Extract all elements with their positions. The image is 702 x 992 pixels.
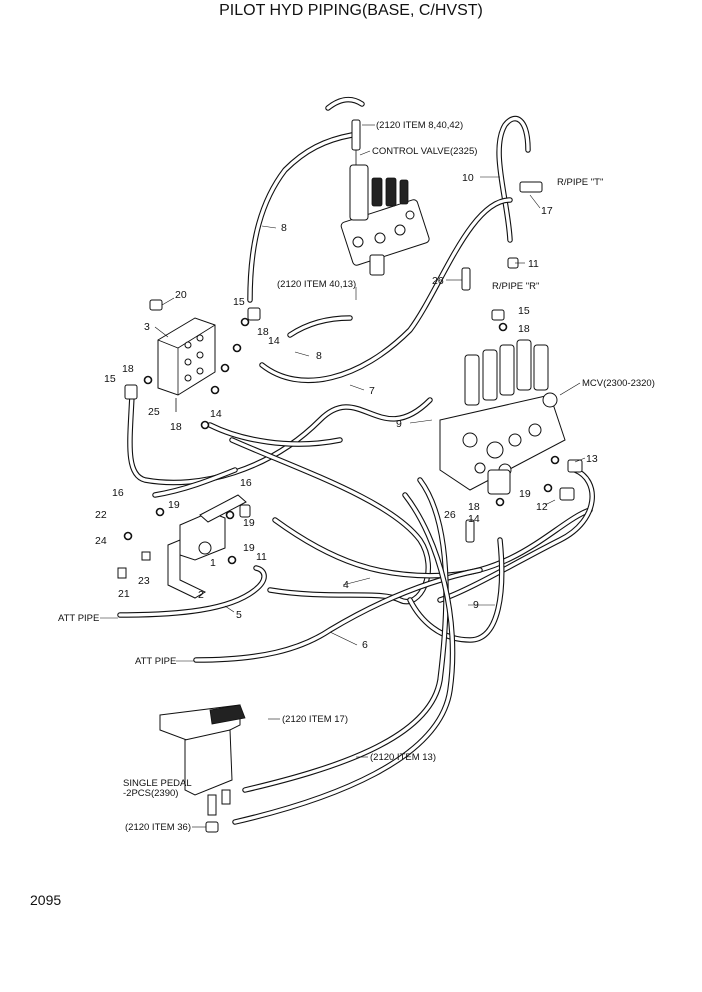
part-number: 16 [240, 477, 252, 489]
single-pedal [159, 704, 246, 816]
part-number: 6 [362, 639, 368, 651]
diagram-title: PILOT HYD PIPING(BASE, C/HVST) [219, 2, 483, 19]
part-number: 8 [281, 222, 287, 234]
part-number: 20 [175, 289, 187, 301]
callout-ref-2120-17: (2120 ITEM 17) [282, 714, 348, 725]
part-number: 16 [112, 487, 124, 499]
callout-att-pipe-upper: ATT PIPE [58, 613, 99, 624]
part-number: 25 [148, 406, 160, 418]
leader-lines [100, 124, 586, 828]
part-number: 7 [369, 385, 375, 397]
hose-10 [496, 116, 531, 243]
part-number: 10 [462, 172, 474, 184]
part-number: 17 [541, 205, 553, 217]
callout-att-pipe-lower: ATT PIPE [135, 656, 176, 667]
page-number: 2095 [30, 892, 61, 908]
callout-ref-2120-36: (2120 ITEM 36) [125, 822, 191, 833]
part-number: 14 [468, 513, 480, 525]
part-number: 26 [432, 275, 444, 287]
part-number: 22 [95, 509, 107, 521]
part-number: 18 [257, 326, 269, 338]
callout-r-pipe-t: R/PIPE "T" [557, 177, 603, 188]
part-number: 15 [104, 373, 116, 385]
part-number: 19 [519, 488, 531, 500]
part-number: 15 [518, 305, 530, 317]
fittings [123, 181, 583, 833]
part-number: 12 [536, 501, 548, 513]
part-number: 18 [122, 363, 134, 375]
callout-control-valve: CONTROL VALVE(2325) [372, 146, 477, 157]
part-number: 23 [138, 575, 150, 587]
part-number: 19 [168, 499, 180, 511]
part-number: 18 [468, 501, 480, 513]
part-numbers: 8 8 10 17 11 26 20 15 18 3 14 15 18 7 15… [95, 172, 598, 651]
part-number: 24 [95, 535, 107, 547]
main-control-valve [439, 339, 566, 495]
part-number: 9 [473, 599, 479, 611]
part-number: 1 [210, 557, 216, 569]
valve-assembly [117, 494, 247, 599]
part-number: 4 [343, 579, 349, 591]
part-number: 3 [144, 321, 150, 333]
part-number: 19 [243, 542, 255, 554]
part-number: 8 [316, 350, 322, 362]
part-number: 9 [396, 418, 402, 430]
callout-single-pedal: SINGLE PEDAL [123, 778, 192, 789]
callout-mcv: MCV(2300-2320) [582, 378, 655, 389]
part-number: 14 [210, 408, 222, 420]
part-number: 2 [198, 589, 204, 601]
part-number: 14 [268, 335, 280, 347]
control-valve [340, 119, 430, 276]
part-number: 11 [528, 258, 539, 270]
hose-9-upper [127, 392, 433, 486]
part-number: 21 [118, 588, 130, 600]
part-number: 13 [586, 453, 598, 465]
callout-ref-2120-13: (2120 ITEM 13) [370, 752, 436, 763]
part-number: 26 [444, 509, 456, 521]
part-number: 5 [236, 609, 242, 621]
callout-r-pipe-r: R/PIPE "R" [492, 281, 539, 292]
callout-ref-2120-8-40-42: (2120 ITEM 8,40,42) [376, 120, 463, 131]
part-number: 11 [256, 551, 267, 563]
part-number: 15 [233, 296, 245, 308]
part-number: 19 [243, 517, 255, 529]
callout-labels: (2120 ITEM 8,40,42) CONTROL VALVE(2325) … [58, 120, 655, 833]
callout-ref-2120-40-13: (2120 ITEM 40,13) [277, 279, 356, 290]
hoses [117, 96, 595, 825]
callout-single-pedal-qty: -2PCS(2390) [123, 788, 178, 799]
hose-8-upper [247, 132, 355, 303]
part-number: 18 [170, 421, 182, 433]
part-number: 18 [518, 323, 530, 335]
pilot-block [157, 317, 216, 412]
